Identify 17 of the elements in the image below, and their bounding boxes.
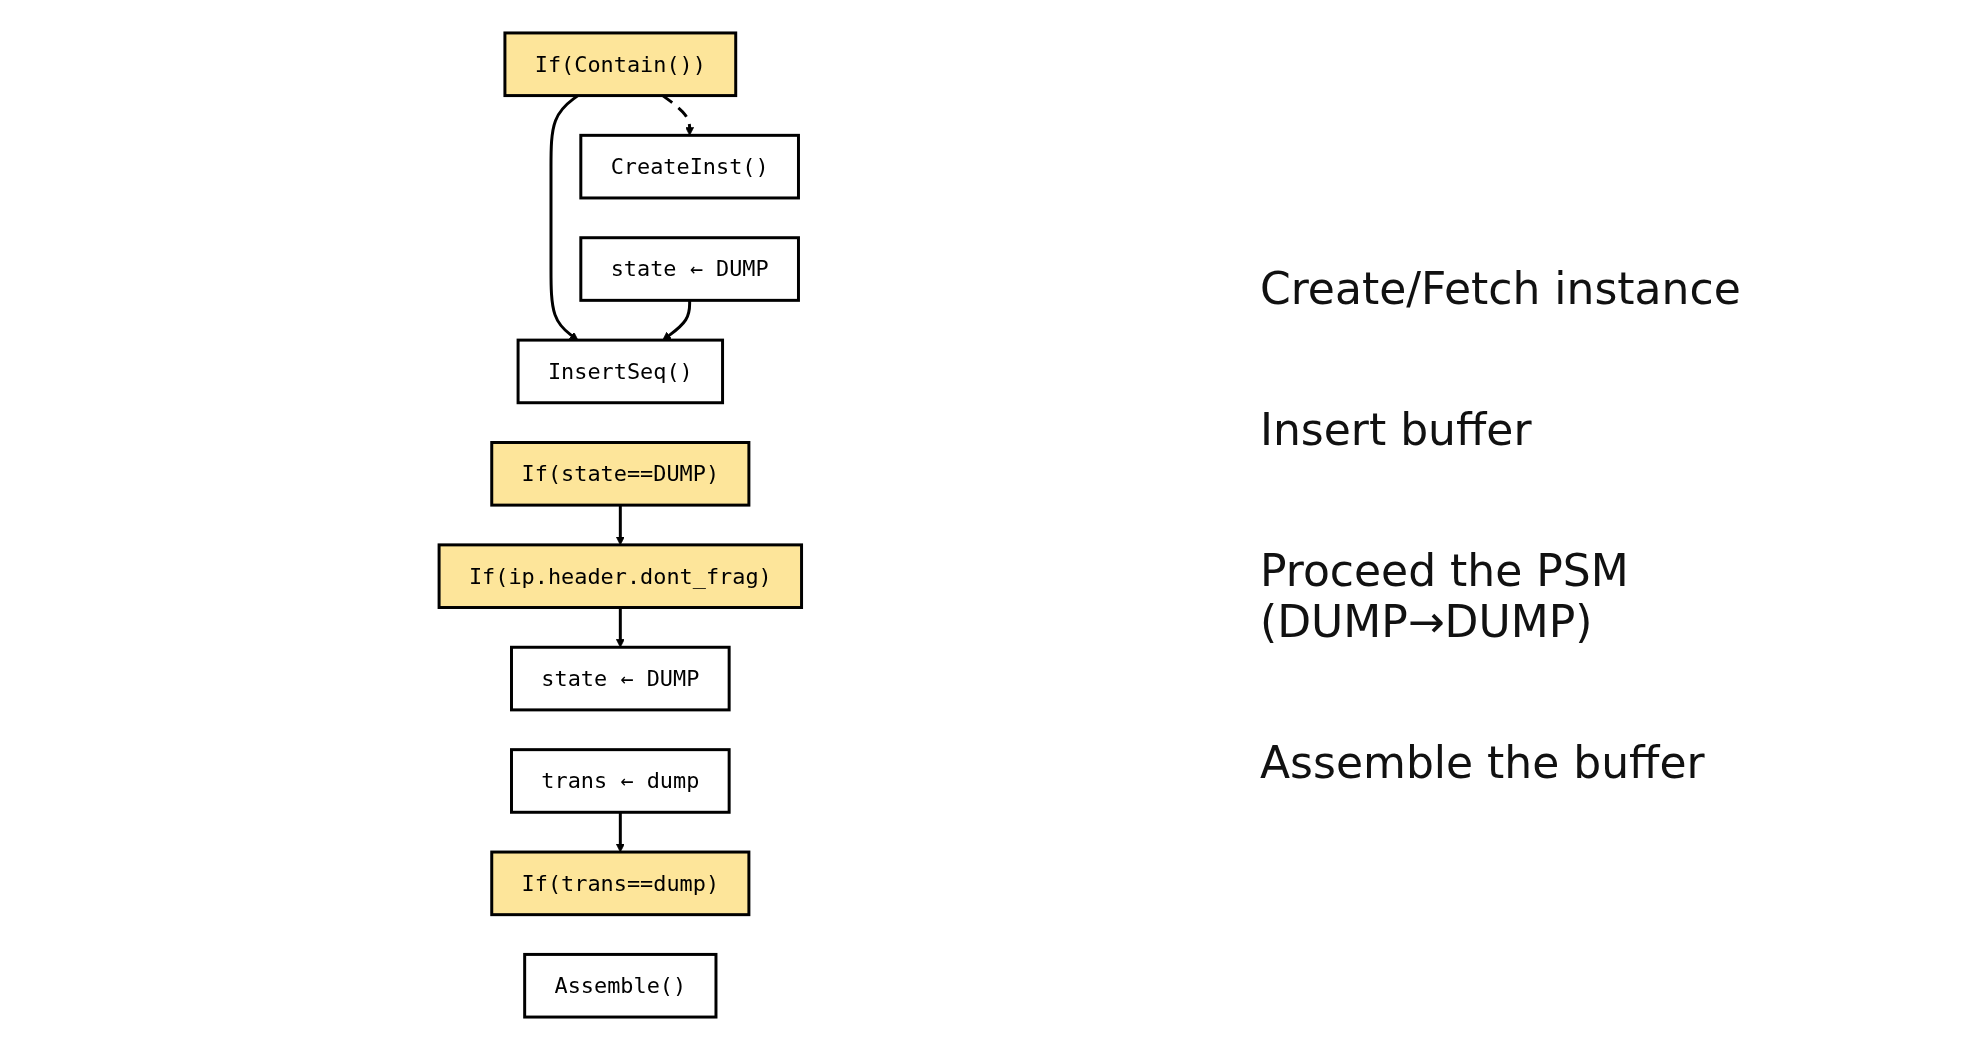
node-box: InsertSeq() [516,338,724,405]
section-note: Proceed the PSM (DUMP→DUMP) [1260,544,1630,647]
node-box: state ← DUMP [579,236,800,302]
node-box: CreateInst() [579,133,800,200]
arrow [662,300,691,341]
arrow [615,607,625,648]
node-box: state ← DUMP [509,645,731,712]
node-box: If(state==DUMP) [489,441,751,507]
node-box: Assemble() [522,952,718,1019]
node-box: trans ← dump [509,748,731,814]
node-box: If(ip.header.dont_frag) [437,543,803,609]
node-box: If(Contain()) [503,31,737,98]
section-note: Insert buffer [1260,403,1533,455]
section-note: Create/Fetch instance [1260,262,1742,314]
section-note: Assemble the buffer [1260,736,1706,788]
node-box: If(trans==dump) [489,850,751,917]
arrow [615,812,625,853]
